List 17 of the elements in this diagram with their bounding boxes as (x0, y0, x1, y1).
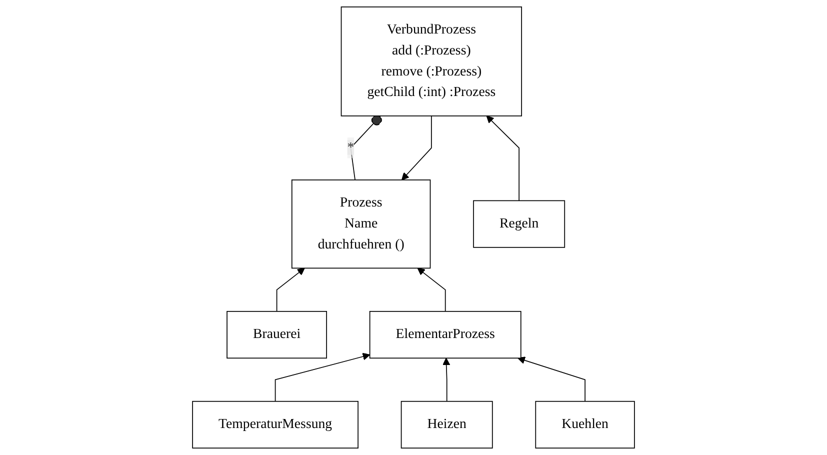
node-box: Regeln (473, 200, 566, 248)
arrow (276, 268, 305, 312)
edge-label: * (347, 140, 354, 155)
connector (350, 114, 382, 180)
node-box: Heizen (400, 400, 493, 449)
arrow (442, 358, 450, 402)
arrow (274, 352, 370, 402)
arrow (486, 116, 520, 202)
node-box: ElementarProzess (369, 310, 522, 359)
node-box: TemperaturMessung (192, 400, 358, 449)
node-box: Brauerei (226, 310, 327, 359)
node-box: VerbundProzess add (:Prozess) remove (:Prozess) getChild (:int) :Prozess (340, 6, 522, 116)
node-box: Kuehlen (535, 400, 635, 449)
node-box: Prozess Name durchfuehren () (291, 180, 431, 269)
arrow (402, 115, 432, 180)
arrow (518, 356, 586, 402)
arrow (417, 268, 446, 312)
